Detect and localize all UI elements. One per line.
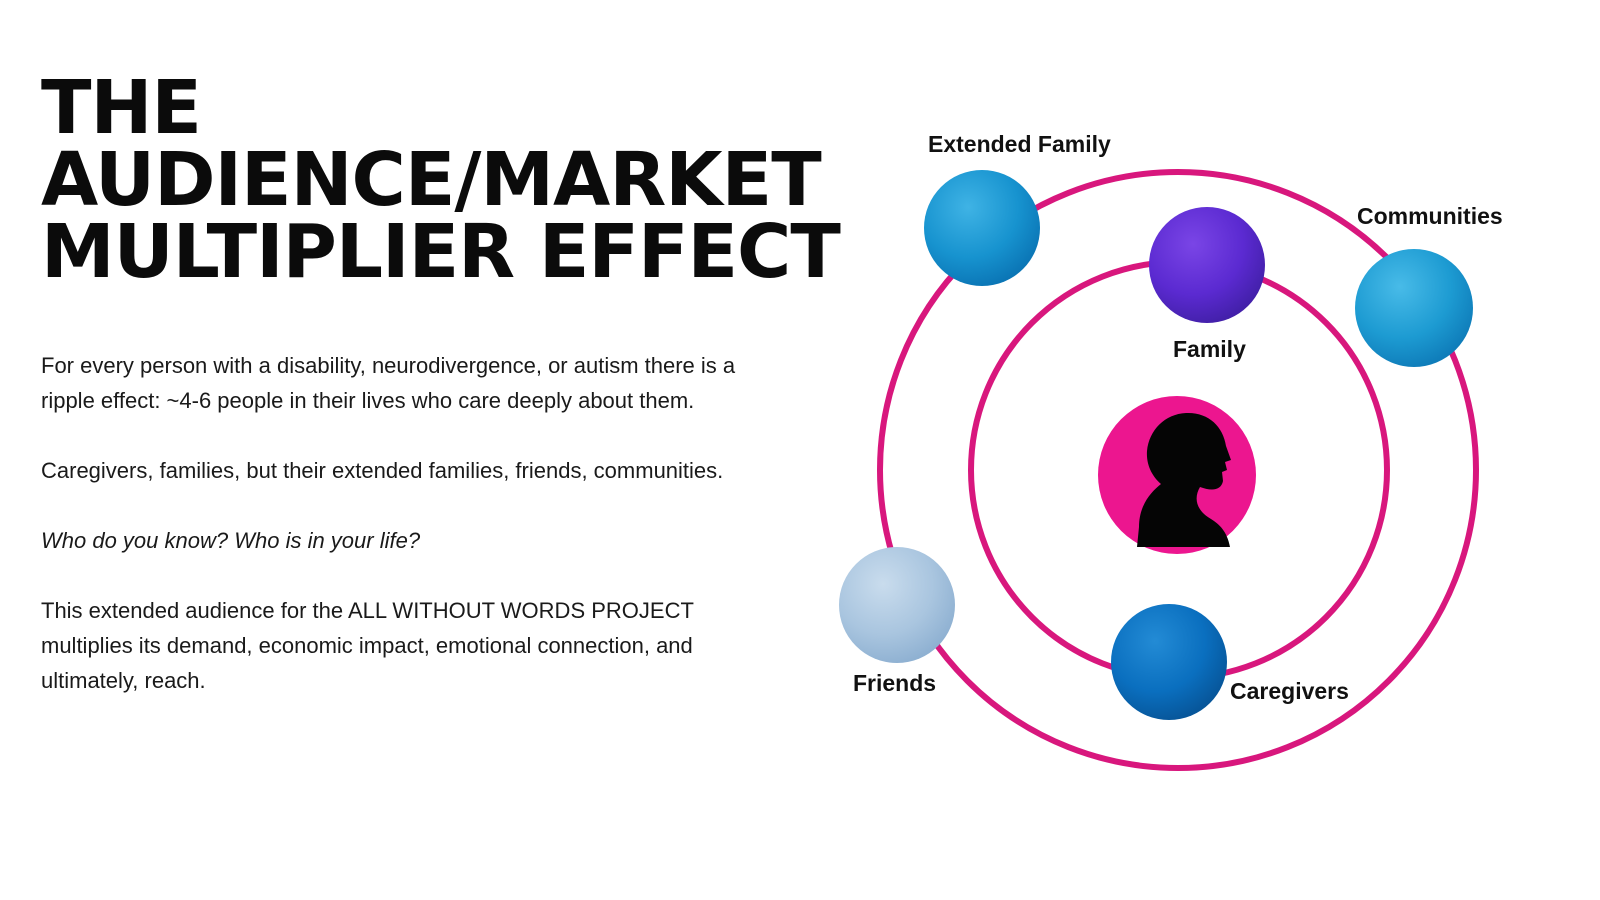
page-title: THE AUDIENCE/MARKET MULTIPLIER EFFECT — [41, 65, 861, 295]
title-line-2: AUDIENCE/MARKET — [41, 137, 822, 223]
extended-family-circle — [924, 170, 1040, 286]
paragraph-extended-audience: This extended audience for the ALL WITHO… — [41, 598, 694, 693]
friends-label: Friends — [853, 670, 936, 696]
outer-ripple-ring — [877, 169, 1479, 771]
ripple-diagram: Extended Family Communities Family Frien… — [839, 131, 1503, 771]
family-label: Family — [1173, 336, 1246, 362]
child-silhouette-icon — [1137, 412, 1231, 547]
caregivers-label: Caregivers — [1230, 678, 1349, 704]
title-line-3: MULTIPLIER EFFECT — [41, 209, 841, 295]
caregivers-circle — [1111, 604, 1227, 720]
friends-circle — [839, 547, 955, 663]
body-copy: For every person with a disability, neur… — [41, 348, 791, 733]
paragraph-groups: Caregivers, families, but their extended… — [41, 458, 724, 483]
communities-label: Communities — [1357, 203, 1503, 229]
communities-circle — [1355, 249, 1473, 367]
family-circle — [1149, 207, 1265, 323]
paragraph-questions: Who do you know? Who is in your life? — [41, 528, 421, 553]
paragraph-ripple-effect: For every person with a disability, neur… — [41, 353, 736, 413]
title-line-1: THE — [41, 65, 202, 151]
extended-family-label: Extended Family — [928, 131, 1111, 157]
